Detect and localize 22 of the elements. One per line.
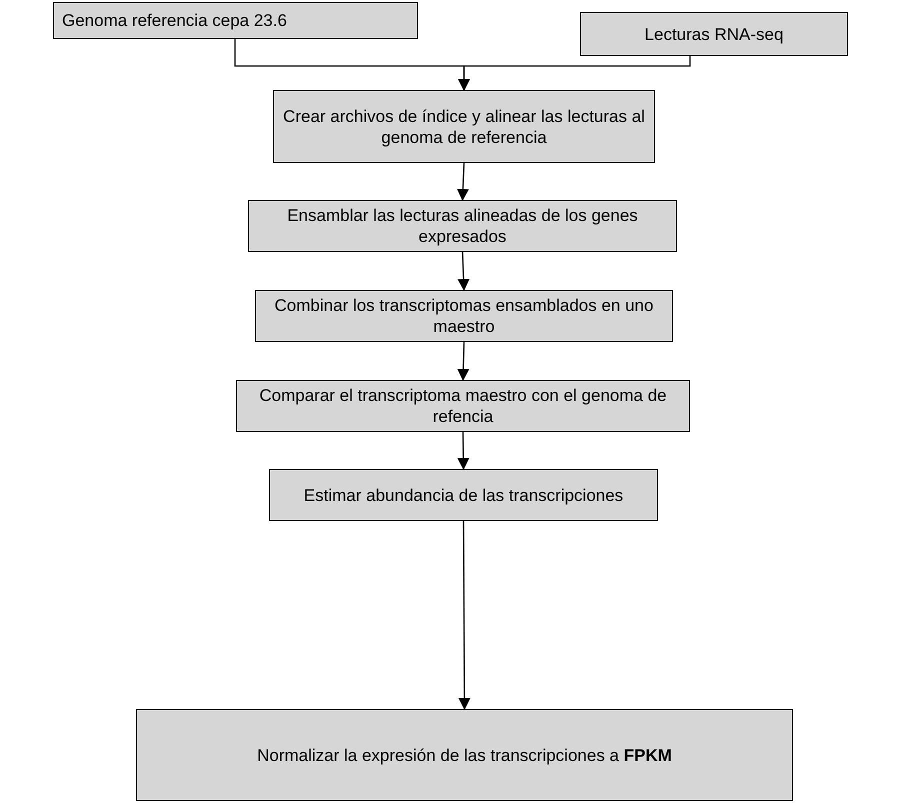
box-label: Estimar abundancia de las transcripciones [304,484,624,506]
process-box [136,709,793,801]
arrow [456,162,469,201]
box-label: Lecturas RNA-seq [644,24,784,44]
process-box [255,290,673,342]
process-box [53,2,418,39]
process-box [236,380,690,432]
box-label: Crear archivos de índice y alinear las lecturas al genoma de referencia [282,106,646,148]
arrow [457,342,470,381]
box-label: Ensamblar las lecturas alineadas de los genes expresados [286,205,639,247]
arrow [458,56,691,91]
box-label: Normalizar la expresión de las transcripciones a FPKM [257,744,672,766]
process-box [580,12,848,56]
arrow [458,252,470,291]
box-label: Genoma referencia cepa 23.6 [62,10,287,31]
arrow [457,432,470,470]
process-box [248,200,677,252]
process-box [273,90,655,163]
box-label: Combinar los transcriptomas ensamblados en uno maestro [274,295,654,337]
process-box [269,469,658,521]
arrow [458,521,470,710]
box-label: Comparar el transcriptoma maestro con el genoma de refencia [258,385,668,427]
